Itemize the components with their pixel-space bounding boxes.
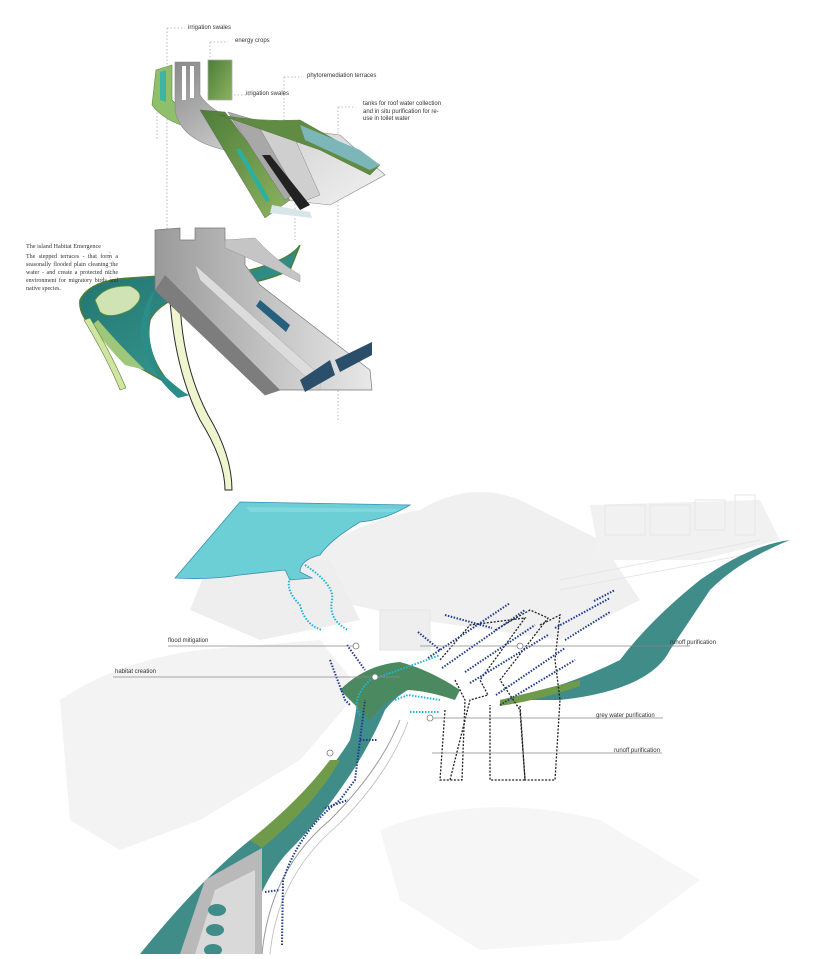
top-axonometric — [109, 27, 386, 420]
habitat-note: The island Habitat Emergence The stepped… — [26, 243, 118, 293]
label-habitat-creation: habitat creation — [115, 669, 157, 675]
label-tanks: tanks for roof water collection and in s… — [363, 101, 442, 122]
label-flood-mitigation: flood mitigation — [168, 638, 209, 644]
label-energy-crops: energy crops — [235, 38, 270, 44]
label-irrigation-swales-mid: irrigation swales — [246, 91, 290, 97]
bottom-map — [113, 501, 790, 956]
label-grey-water-purification: grey water purification — [596, 713, 655, 719]
middle-axonometric — [79, 227, 373, 491]
label-runoff-purification-1: runoff purification — [670, 640, 716, 646]
label-runoff-purification-2: runoff purification — [614, 748, 660, 754]
label-irrigation-swales-top: irrigation swales — [188, 25, 232, 31]
label-phytoremediation-terraces: phytoremediation terraces — [307, 73, 377, 79]
ghost-buildings — [379, 494, 771, 651]
habitat-note-body: The stepped terraces - that form a seaso… — [26, 254, 118, 292]
habitat-note-title: The island Habitat Emergence — [26, 243, 101, 250]
ghost-terrain — [60, 492, 780, 950]
